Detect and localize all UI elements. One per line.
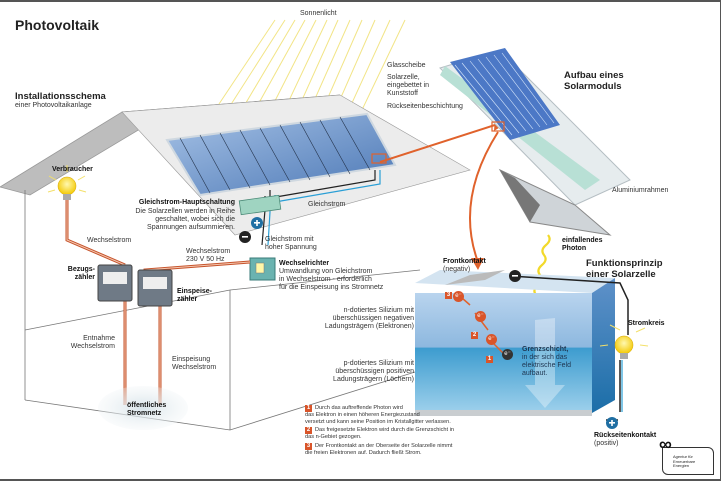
module-heading-1: Aufbau eines xyxy=(564,70,624,81)
minus-connector-cell xyxy=(509,270,521,282)
main-circuit-desc-3: Spannungen aufsummieren. xyxy=(147,224,235,231)
grid-label-2: Stromnetz xyxy=(127,410,162,417)
ac-label-left: Wechselstrom xyxy=(87,237,132,244)
ac-230-1: Wechselstrom xyxy=(186,248,231,255)
p-doped-label-3: Ladungsträgern (Löchern) xyxy=(333,376,414,383)
front-contact-label-2: (negativ) xyxy=(443,266,471,273)
dc-high-voltage-1: Gleichstrom mit xyxy=(265,236,314,243)
electron-2a: e⁻ xyxy=(475,311,486,322)
n-doped-label-3: Ladungsträgern (Elektronen) xyxy=(324,323,414,330)
ac-230-2: 230 V 50 Hz xyxy=(186,256,225,263)
junction-desc-2: elektrische Feld xyxy=(522,362,572,369)
roof-solar-panel xyxy=(165,112,397,197)
plus-connector-dc xyxy=(251,217,263,229)
junction-title: Grenzschicht, xyxy=(522,346,569,353)
meter-consumption-label-1: Bezugs- xyxy=(67,266,95,273)
back-contact-label-1: Rückseitenkontakt xyxy=(594,432,657,439)
step-marker-2: 2 xyxy=(471,332,478,339)
consumer-bulb-icon xyxy=(47,165,87,200)
junction-desc-3: aufbaut. xyxy=(522,370,548,377)
main-junction-box xyxy=(238,194,282,216)
module-cell-label-1: Solarzelle, xyxy=(387,74,420,81)
logo-line-3: Energien xyxy=(673,463,690,468)
junction-desc-1: in der sich das xyxy=(522,354,568,361)
n-doped-label-1: n-dotiertes Silizium mit xyxy=(343,307,414,314)
logo-symbol-icon: ∞ xyxy=(659,434,672,454)
inverter-desc-1: Umwandlung von Gleichstrom xyxy=(279,268,373,275)
withdrawal-label-2: Wechselstrom xyxy=(70,343,115,350)
logo-line-1: Agentur für xyxy=(673,454,693,459)
inverter-title: Wechselrichter xyxy=(279,260,330,267)
consumer-label: Verbraucher xyxy=(52,166,93,173)
consumption-meter xyxy=(97,264,133,302)
inverter-desc-2: in Wechselstrom - erforderlich xyxy=(279,276,372,283)
main-circuit-desc-2: geschaltet, wobei sich die xyxy=(155,216,235,223)
meter-feed-label-2: zähler xyxy=(177,296,198,303)
meter-consumption-label-2: zähler xyxy=(74,274,95,281)
photon-label-1: einfallendes xyxy=(562,237,603,244)
electron-2b: e⁻ xyxy=(486,334,497,345)
zoom-arrow-cell xyxy=(469,131,499,263)
installation-heading: Installationsschema xyxy=(15,91,106,102)
house-outline xyxy=(0,94,421,431)
installation-subheading: einer Photovoltaikanlage xyxy=(15,102,92,109)
module-frame-label: Aluminiumrahmen xyxy=(612,187,669,194)
p-doped-label-1: p-dotiertes Silizium mit xyxy=(343,360,414,367)
p-doped-label-2: überschüssigen positiven xyxy=(335,368,414,375)
electron-1: e⁻ xyxy=(502,349,513,360)
module-heading-2: Solarmoduls xyxy=(564,81,622,92)
minus-connector-dc xyxy=(239,231,251,243)
public-grid xyxy=(98,386,188,430)
circuit-label: Stromkreis xyxy=(628,320,665,327)
step-marker-1: 1 xyxy=(486,356,493,363)
module-cell-label-2: eingebettet in xyxy=(387,82,430,89)
meter-feed-label-1: Einspeise- xyxy=(177,288,213,295)
module-cell-label-3: Kunststoff xyxy=(387,90,419,97)
cell-heading-2: einer Solarzelle xyxy=(586,269,656,280)
electron-3: e⁻ xyxy=(453,291,464,302)
step-marker-3: 3 xyxy=(445,292,452,299)
page-title: Photovoltaik xyxy=(15,17,100,33)
front-contact-label-1: Frontkontakt xyxy=(443,258,486,265)
module-back-coating-label: Rückseitenbeschichtung xyxy=(387,103,463,110)
dc-label: Gleichstrom xyxy=(308,201,346,208)
back-contact-label-2: (positiv) xyxy=(594,440,619,447)
grid-label-1: öffentliches xyxy=(127,402,167,409)
inverter-desc-3: für die Einspeisung ins Stromnetz xyxy=(279,284,384,291)
main-circuit-desc-1: Die Solarzellen werden in Reihe xyxy=(135,208,235,215)
sunlight-label: Sonnenlicht xyxy=(300,10,337,17)
solar-module-detail xyxy=(439,48,631,236)
agency-logo: ∞ Agentur für Erneuerbare Energien xyxy=(659,434,714,475)
feed-in-meter xyxy=(137,269,173,307)
module-glass-label: Glasscheibe xyxy=(387,62,426,69)
dc-high-voltage-2: hoher Spannung xyxy=(265,244,317,251)
plus-connector-cell xyxy=(606,417,618,429)
inverter-box xyxy=(249,257,276,281)
feed-in-label-1: Einspeisung xyxy=(172,356,211,363)
n-doped-label-2: überschüssigen negativen xyxy=(332,315,414,322)
withdrawal-label-1: Entnahme xyxy=(83,335,115,342)
logo-line-2: Erneuerbare xyxy=(673,458,696,464)
main-circuit-title: Gleichstrom-Hauptschaltung xyxy=(138,199,235,206)
zoom-arrow-module xyxy=(379,124,496,163)
feed-in-label-2: Wechselstrom xyxy=(172,364,217,371)
photon-label-2: Photon xyxy=(562,245,587,252)
cell-heading-1: Funktionsprinzip xyxy=(586,258,663,269)
circuit-bulb-icon xyxy=(599,324,649,359)
